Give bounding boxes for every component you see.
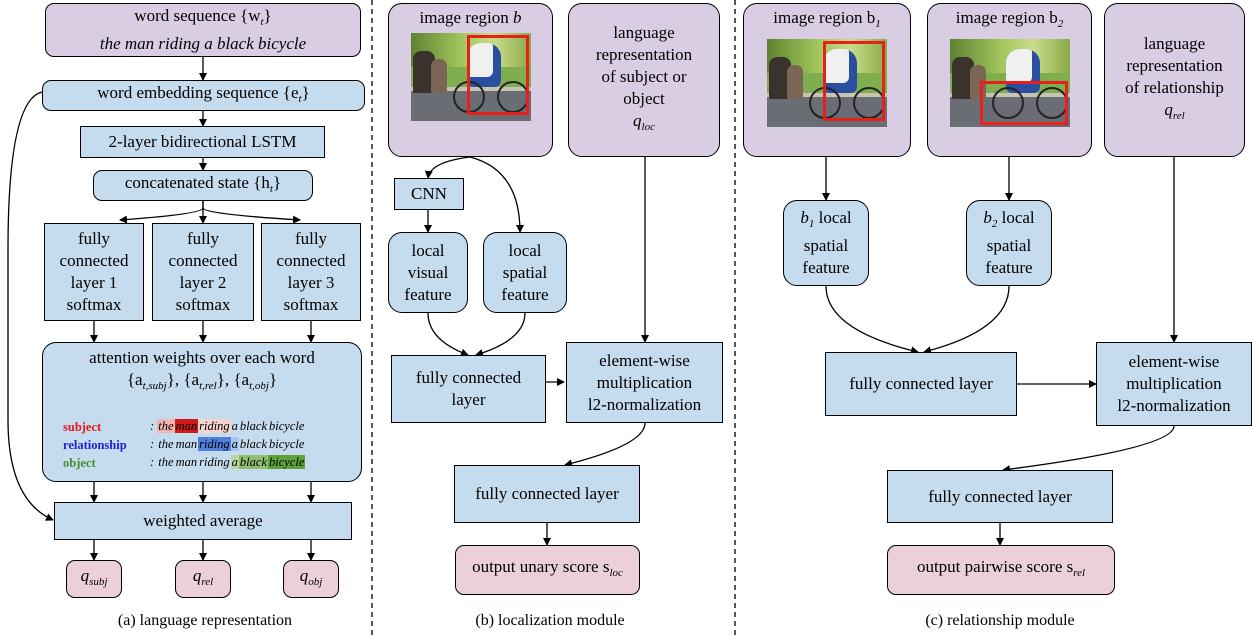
caption-a: (a) language representation bbox=[117, 612, 293, 629]
q-obj-output: qobj bbox=[283, 560, 339, 598]
bounding-box-b bbox=[466, 35, 529, 115]
q-rel-output: qrel bbox=[175, 560, 231, 598]
fc-layer-b2-box: fully connected layer bbox=[454, 465, 640, 523]
attention-label-subject: subject bbox=[63, 420, 102, 434]
bounding-box-b2 bbox=[979, 81, 1068, 125]
fc-layer-c2-box: fully connected layer bbox=[887, 470, 1113, 523]
word-sequence-box: word sequence {wt} the man riding a blac… bbox=[45, 3, 361, 57]
output-pairwise-score-box: output pairwise score srel bbox=[887, 545, 1115, 595]
image-region-b2-box: image region b2 bbox=[927, 3, 1092, 157]
image-region-photo bbox=[410, 33, 531, 121]
image-region-b2-photo bbox=[949, 39, 1070, 127]
attention-label-relationship: relationship bbox=[63, 438, 127, 452]
q-subj-output: qsubj bbox=[66, 560, 122, 598]
word-embedding-box: word embedding sequence {et} bbox=[42, 80, 365, 111]
input-sentence: the man riding a black bicycle bbox=[99, 34, 307, 53]
attention-label-object: object bbox=[63, 456, 96, 470]
bounding-box-b1 bbox=[823, 41, 885, 121]
image-region-b-box: image region b bbox=[388, 3, 553, 157]
image-region-b1-box: image region b1 bbox=[743, 3, 911, 157]
fc-layer-c-box: fully connected layer bbox=[825, 352, 1017, 416]
cnn-box: CNN bbox=[394, 178, 464, 210]
concatenated-state-box: concatenated state {ht} bbox=[93, 170, 313, 201]
caption-c: (c) relationship module bbox=[925, 612, 1075, 629]
caption-b: (b) localization module bbox=[475, 612, 625, 629]
output-unary-score-box: output unary score sloc bbox=[455, 545, 640, 595]
lstm-box: 2-layer bidirectional LSTM bbox=[80, 126, 325, 158]
attention-weights-box: attention weights over each word {at,sub… bbox=[42, 342, 362, 482]
weighted-average-box: weighted average bbox=[54, 502, 352, 540]
image-region-b1-photo bbox=[767, 39, 887, 127]
